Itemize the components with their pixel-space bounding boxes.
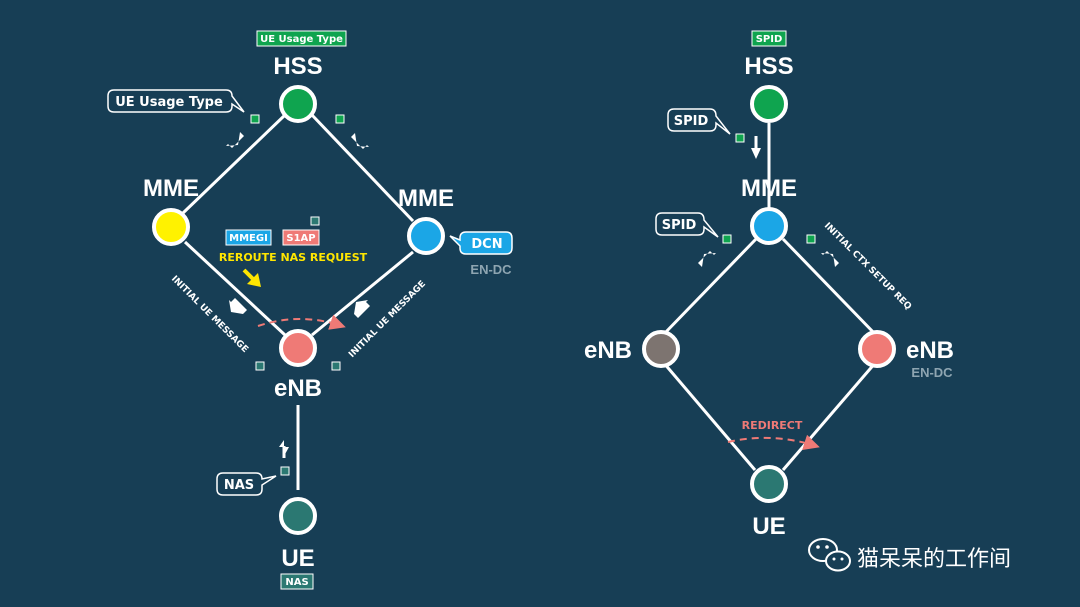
edge-mme-right-enb — [311, 250, 414, 337]
right-hss-tag-text: SPID — [756, 34, 783, 45]
reroute-arrow — [242, 268, 261, 287]
reroute-dashed-curve — [257, 314, 346, 330]
edge-label-initial-ctx-setup: INITIAL CTX SETUP REQ — [822, 221, 913, 312]
callout-spid-mid: SPID — [655, 212, 719, 238]
left-hss-tag-text: UE Usage Type — [260, 34, 343, 45]
left-ue-tag-text: NAS — [285, 577, 308, 588]
right-ue-title: UE — [752, 513, 785, 540]
right-hss-tag — [751, 30, 787, 47]
left-hss-title: HSS — [273, 53, 322, 80]
edge-enb-left-ue — [661, 361, 757, 471]
marker-square — [331, 361, 341, 371]
edge-mme-enb-right — [781, 237, 878, 337]
callout-spid-mid-text: SPID — [662, 218, 697, 233]
dcn-badge: DCN — [449, 231, 513, 255]
tag-s1ap — [282, 229, 320, 246]
left-ue-title: UE — [281, 545, 314, 572]
callout-spid-top: SPID — [667, 108, 731, 135]
left-hss-node — [279, 85, 317, 123]
marker-square — [310, 216, 320, 226]
right-enb-right-title: eNB — [906, 337, 954, 364]
edge-hss-mme-right — [310, 113, 415, 223]
left-enb-title: eNB — [274, 375, 322, 402]
right-arrows — [698, 136, 839, 267]
marker-square — [250, 114, 260, 124]
edge-label-initial-ue-left: INITIAL UE MESSAGE — [169, 274, 250, 355]
tag-mmegi — [225, 229, 272, 246]
left-mme-left-node — [152, 208, 190, 246]
arrow-hss-to-mme-left — [226, 132, 244, 148]
right-ue-node — [750, 465, 788, 503]
left-mme-right-node — [407, 217, 445, 255]
left-ue-node — [279, 497, 317, 535]
left-enb-node — [279, 329, 317, 367]
edge-mme-left-enb — [183, 240, 287, 337]
arrow-enb-to-mme-left — [229, 298, 247, 314]
left-en-dc-label: EN-DC — [470, 262, 512, 277]
callout-nas-text: NAS — [224, 478, 254, 493]
arrow-ue-to-enb-shaft — [282, 446, 286, 458]
marker-square — [255, 361, 265, 371]
tag-s1ap-text: S1AP — [286, 233, 315, 244]
edge-enb-right-ue — [781, 361, 878, 471]
left-diagram: HSS MME MME eNB UE UE Usage Type NAS MME… — [107, 30, 513, 590]
right-enb-left-node — [642, 330, 680, 368]
edge-label-initial-ue-right: INITIAL UE MESSAGE — [347, 279, 428, 360]
dcn-badge-text: DCN — [471, 237, 502, 252]
arrow-mme-to-enb-right — [821, 251, 839, 267]
arrow-mme-to-enb-left — [698, 251, 716, 267]
edge-hss-mme-left — [181, 113, 287, 215]
callout-spid-top-text: SPID — [674, 114, 709, 129]
marker-square — [335, 114, 345, 124]
marker-square — [280, 466, 290, 476]
watermark-text: 猫呆呆的工作间 — [857, 547, 1011, 572]
right-mme-title: MME — [741, 175, 797, 202]
arrow-hss-to-mme-shaft — [754, 136, 758, 149]
watermark: 猫呆呆的工作间 — [808, 538, 1011, 572]
right-en-dc-label: EN-DC — [911, 365, 953, 380]
marker-square — [722, 234, 732, 244]
right-diagram: HSS MME eNB eNB UE SPID SPID SPID EN-DC … — [584, 30, 954, 540]
right-enb-left-title: eNB — [584, 337, 632, 364]
callout-ue-usage-type: UE Usage Type — [107, 89, 245, 113]
callout-ue-usage-type-text: UE Usage Type — [115, 95, 223, 110]
arrow-enb-to-mme-right — [354, 300, 370, 318]
marker-square — [806, 234, 816, 244]
left-mme-right-title: MME — [398, 185, 454, 212]
reroute-label: REROUTE NAS REQUEST — [219, 251, 368, 264]
marker-square — [735, 133, 745, 143]
right-mme-node — [750, 207, 788, 245]
callout-nas: NAS — [216, 472, 277, 496]
redirect-label: REDIRECT — [742, 419, 803, 432]
left-hss-tag — [256, 30, 347, 47]
right-hss-title: HSS — [744, 53, 793, 80]
left-ue-tag — [280, 573, 314, 590]
left-mme-left-title: MME — [143, 175, 199, 202]
arrow-hss-to-mme-right — [351, 133, 369, 149]
left-arrows — [226, 132, 370, 458]
edge-mme-enb-left — [661, 237, 758, 337]
tag-mmegi-text: MMEGI — [229, 233, 268, 244]
right-enb-right-node — [858, 330, 896, 368]
arrow-hss-to-mme — [751, 148, 761, 159]
wechat-icon — [808, 538, 851, 572]
right-hss-node — [750, 85, 788, 123]
